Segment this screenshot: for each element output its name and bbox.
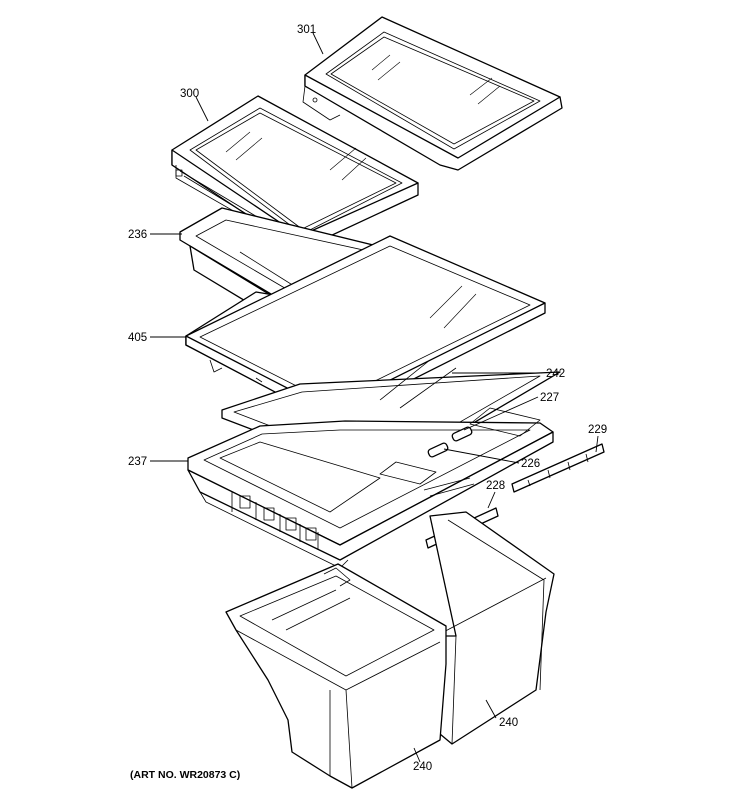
callout-242: 242 [546,368,565,380]
callout-237: 237 [128,456,147,468]
part-229-slide-rail [511,443,605,493]
callout-226: 226 [521,458,540,470]
callout-405: 405 [128,332,147,344]
part-301-shelf [302,16,563,171]
part-240-drawer-left [225,563,447,789]
callout-300: 300 [180,88,199,100]
callout-229: 229 [588,424,607,436]
callout-228: 228 [486,480,505,492]
callout-240-right: 240 [499,717,518,729]
part-240-drawer-right [429,511,555,745]
callout-301: 301 [297,24,316,36]
callout-240-left: 240 [413,761,432,773]
part-227-roller [451,426,473,442]
part-226-roller [427,442,449,458]
art-number: (ART NO. WR20873 C) [130,769,240,781]
callout-236: 236 [128,229,147,241]
part-300-shelf [171,95,419,251]
callout-227: 227 [540,392,559,404]
leader-lines [150,32,599,763]
